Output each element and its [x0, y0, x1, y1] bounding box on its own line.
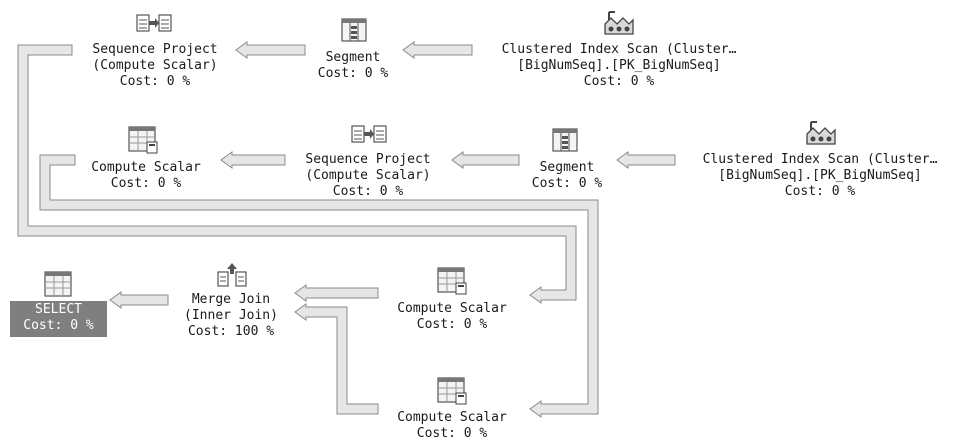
node-sublabel: (Inner Join)	[184, 308, 278, 323]
node-cost: Cost: 0 %	[332, 184, 404, 199]
node-compute-scalar-low2[interactable]: Compute Scalar Cost: 0 %	[380, 410, 524, 442]
node-segment-mid[interactable]: Segment Cost: 0 %	[519, 160, 615, 192]
node-sequence-project-mid[interactable]: Sequence Project (Compute Scalar) Cost: …	[287, 152, 449, 200]
merge-join-icon	[217, 262, 247, 292]
node-sequence-project-top[interactable]: Sequence Project (Compute Scalar) Cost: …	[76, 42, 234, 90]
arrow-seqproj-to-compute-mid	[220, 151, 286, 169]
arrow-segment-to-seqproj-top	[235, 41, 306, 59]
node-label: Merge Join	[191, 292, 271, 307]
segment-icon	[552, 128, 578, 156]
node-cost: Cost: 100 %	[187, 324, 275, 339]
node-sublabel: [BigNumSeq].[PK_BigNumSeq]	[718, 168, 922, 183]
node-sublabel: (Compute Scalar)	[305, 168, 431, 183]
arrow-scan-to-segment-mid	[616, 151, 676, 169]
node-sublabel: [BigNumSeq].[PK_BigNumSeq]	[517, 58, 721, 73]
node-cost: Cost: 0 %	[23, 318, 94, 333]
node-label: Sequence Project	[305, 152, 431, 167]
node-label: SELECT	[35, 302, 82, 317]
node-cost: Cost: 0 %	[583, 74, 655, 89]
node-label: Segment	[539, 160, 595, 175]
node-sublabel: (Compute Scalar)	[92, 58, 218, 73]
arrow-compute1-to-mergejoin	[294, 284, 379, 302]
sequence-project-icon	[136, 13, 172, 37]
node-cost: Cost: 0 %	[416, 426, 488, 441]
node-compute-scalar-low1[interactable]: Compute Scalar Cost: 0 %	[380, 301, 524, 333]
compute-scalar-icon	[437, 267, 467, 299]
compute-scalar-icon	[128, 126, 158, 158]
node-compute-scalar-mid[interactable]: Compute Scalar Cost: 0 %	[74, 160, 218, 192]
node-merge-join[interactable]: Merge Join (Inner Join) Cost: 100 %	[170, 292, 292, 340]
node-label: Compute Scalar	[397, 301, 507, 316]
node-cost: Cost: 0 %	[416, 317, 488, 332]
node-select[interactable]: SELECT Cost: 0 %	[10, 301, 107, 337]
arrow-mergejoin-to-select	[109, 291, 169, 309]
node-cost: Cost: 0 %	[531, 176, 603, 191]
node-cost: Cost: 0 %	[110, 176, 182, 191]
node-label: Sequence Project	[92, 42, 218, 57]
wire-compute-mid-to-compute2	[39, 154, 599, 418]
node-label: Compute Scalar	[397, 410, 507, 425]
compute-scalar-icon	[437, 377, 467, 409]
clustered-index-scan-icon	[603, 8, 635, 40]
wire-compute2-to-mergejoin	[294, 303, 379, 415]
node-label: Segment	[325, 50, 381, 65]
node-cost: Cost: 0 %	[317, 66, 389, 81]
node-cost: Cost: 0 %	[784, 184, 856, 199]
segment-icon	[341, 18, 367, 46]
node-label: Clustered Index Scan (Cluster…	[702, 152, 938, 167]
wire-seqproj-top-to-compute1	[17, 44, 577, 304]
sequence-project-icon	[351, 124, 387, 148]
node-segment-top[interactable]: Segment Cost: 0 %	[305, 50, 401, 82]
node-label: Compute Scalar	[91, 160, 201, 175]
node-label: Clustered Index Scan (Cluster…	[501, 42, 737, 57]
node-cost: Cost: 0 %	[119, 74, 191, 89]
select-table-icon	[44, 271, 72, 301]
node-clustered-index-scan-top[interactable]: Clustered Index Scan (Cluster… [BigNumSe…	[472, 42, 766, 90]
arrow-segment-to-seqproj-mid	[451, 151, 520, 169]
arrow-scan-to-segment-top	[402, 41, 473, 59]
node-clustered-index-scan-mid[interactable]: Clustered Index Scan (Cluster… [BigNumSe…	[673, 152, 967, 200]
clustered-index-scan-icon	[805, 118, 837, 150]
